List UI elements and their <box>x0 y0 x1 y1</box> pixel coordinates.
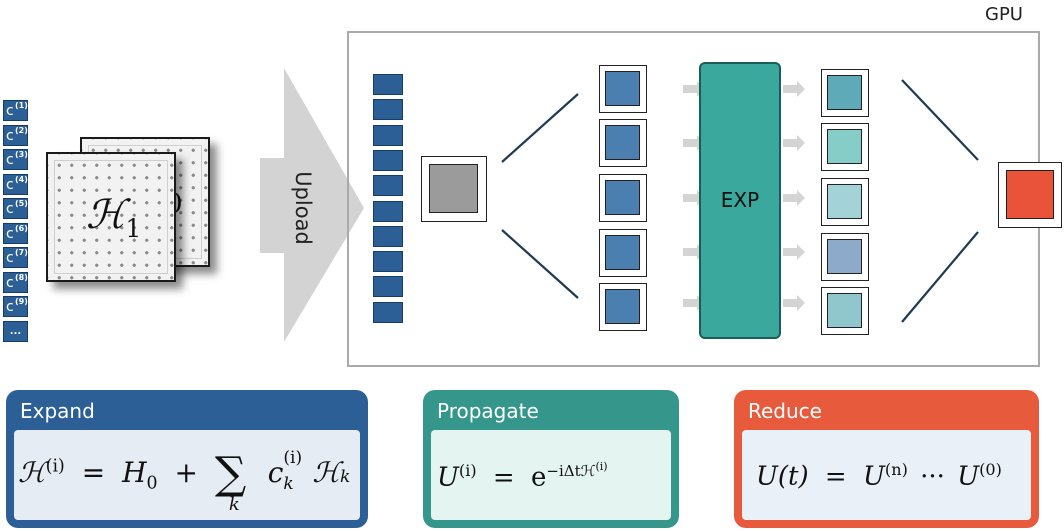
hamiltonian-matrix <box>599 229 647 277</box>
expand-formula: ℋ(i) = H0 + ∑ k c(i)k ℋk <box>18 448 351 515</box>
propagator-matrix <box>821 287 869 335</box>
strip-cell <box>373 124 403 146</box>
coefficient-symbol: c <box>6 299 14 315</box>
input-matrix <box>421 156 487 222</box>
expand-body: ℋ(i) = H0 + ∑ k c(i)k ℋk <box>14 430 360 520</box>
coefficient-ellipsis: ... <box>9 325 22 337</box>
propagate-body: U(i) = e−iΔtℋ(i) <box>431 430 671 520</box>
propagator-matrix <box>821 69 869 117</box>
propagator-matrix <box>821 233 869 281</box>
coefficient-symbol: c <box>6 152 14 168</box>
coefficient-block: c(7) <box>3 247 28 268</box>
propagate-panel: Propagate U(i) = e−iΔtℋ(i) <box>423 390 679 528</box>
exp-block: EXP <box>699 62 781 339</box>
coefficient-block: c(9) <box>3 296 28 317</box>
flow-arrow <box>783 190 805 206</box>
result-matrix <box>998 162 1062 228</box>
coefficient-block: c(5) <box>3 198 28 219</box>
coefficient-block: c(2) <box>3 124 28 146</box>
reduce-panel: Reduce U(t) = U(n) ··· U(0) <box>734 390 1039 528</box>
gpu-label: GPU <box>985 4 1023 25</box>
hamiltonian-card-front: ℋ1 <box>46 152 176 282</box>
flow-arrow <box>783 81 805 97</box>
propagator-matrix <box>821 178 869 226</box>
strip-cell <box>373 301 403 323</box>
coefficient-block: c(3) <box>3 149 28 170</box>
coefficient-symbol: c <box>6 250 14 266</box>
coefficient-block: c(8) <box>3 271 28 293</box>
strip-cell <box>373 276 403 298</box>
upload-arrow <box>260 68 364 342</box>
coefficient-index: (2) <box>15 125 28 135</box>
coefficient-symbol: c <box>6 201 14 217</box>
reduce-body: U(t) = U(n) ··· U(0) <box>742 430 1031 520</box>
flow-arrow <box>783 135 805 151</box>
hamiltonian-subscript: 1 <box>125 214 142 243</box>
strip-cell <box>373 175 403 197</box>
coefficient-index: (7) <box>15 248 28 257</box>
coefficient-index: (8) <box>15 272 28 282</box>
reduce-formula: U(t) = U(n) ··· U(0) <box>756 460 1002 492</box>
hamiltonian-matrix <box>599 283 647 331</box>
coefficient-block: c(4) <box>3 173 28 195</box>
coefficient-index: (5) <box>15 199 28 208</box>
strip-cell <box>373 149 403 171</box>
coefficient-index: (6) <box>15 223 28 233</box>
flow-arrow <box>783 244 805 260</box>
reduce-title: Reduce <box>748 399 822 423</box>
strip-cell <box>373 99 403 121</box>
hamiltonian-matrix <box>599 65 647 113</box>
exp-label: EXP <box>720 188 760 212</box>
propagator-matrix <box>821 123 869 171</box>
coefficient-ellipsis-block: ... <box>3 320 28 342</box>
hamiltonian-symbol: ℋ <box>86 192 126 238</box>
strip-cell <box>373 251 403 273</box>
hamiltonian-front-label: ℋ1 <box>86 192 141 243</box>
coefficient-index: (9) <box>15 297 28 306</box>
hamiltonian-matrix <box>599 174 647 222</box>
coefficient-index: (3) <box>15 150 28 159</box>
coefficient-symbol: c <box>6 176 14 193</box>
coefficient-symbol: c <box>6 225 14 242</box>
expand-panel: Expand ℋ(i) = H0 + ∑ k c(i)k ℋk <box>6 390 368 528</box>
propagate-formula: U(i) = e−iΔtℋ(i) <box>437 460 608 493</box>
coefficient-block: c(1) <box>3 100 28 121</box>
coefficient-symbol: c <box>6 127 14 144</box>
hamiltonian-matrix <box>599 119 647 167</box>
expand-title: Expand <box>20 399 95 423</box>
coefficient-symbol: c <box>6 274 14 291</box>
strip-cell <box>373 225 403 247</box>
coefficient-block: c(6) <box>3 222 28 244</box>
strip-cell <box>373 74 403 95</box>
flow-arrow <box>783 295 805 311</box>
coefficient-index: (1) <box>15 101 28 110</box>
propagate-title: Propagate <box>437 399 539 423</box>
strip-cell <box>373 200 403 222</box>
coefficient-index: (4) <box>15 174 28 184</box>
coefficient-symbol: c <box>6 103 14 119</box>
